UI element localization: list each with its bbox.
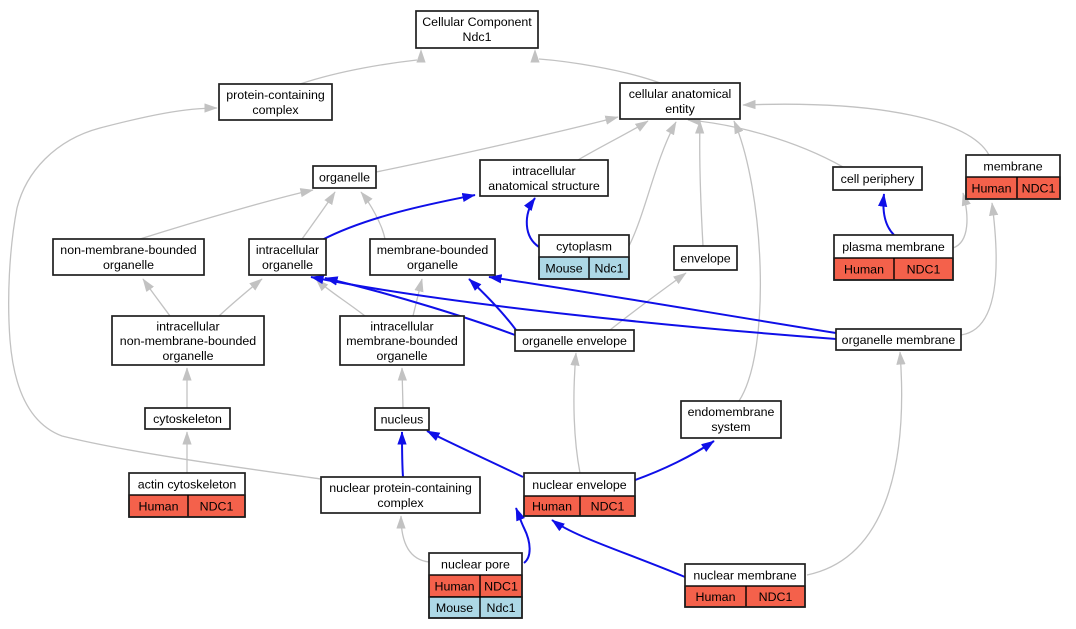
- svg-text:system: system: [711, 420, 750, 434]
- svg-text:organelle: organelle: [163, 349, 214, 363]
- svg-text:intracellular: intracellular: [370, 320, 433, 334]
- svg-text:complex: complex: [377, 496, 424, 510]
- svg-text:plasma membrane: plasma membrane: [842, 240, 945, 254]
- svg-text:membrane-bounded: membrane-bounded: [346, 334, 458, 348]
- svg-text:non-membrane-bounded: non-membrane-bounded: [60, 243, 196, 257]
- svg-text:NDC1: NDC1: [1022, 182, 1056, 196]
- svg-text:organelle: organelle: [319, 171, 370, 185]
- svg-text:Human: Human: [696, 590, 736, 604]
- svg-text:organelle: organelle: [407, 258, 458, 272]
- svg-text:Human: Human: [139, 500, 179, 514]
- svg-text:Cellular Component: Cellular Component: [422, 15, 532, 29]
- svg-text:anatomical structure: anatomical structure: [488, 179, 600, 193]
- svg-text:intracellular: intracellular: [512, 164, 575, 178]
- svg-text:Mouse: Mouse: [545, 262, 582, 276]
- svg-text:membrane-bounded: membrane-bounded: [377, 243, 489, 257]
- svg-text:cytoskeleton: cytoskeleton: [153, 412, 222, 426]
- svg-text:Human: Human: [435, 580, 475, 594]
- svg-text:complex: complex: [252, 103, 299, 117]
- svg-text:NDC1: NDC1: [591, 500, 625, 514]
- svg-text:Mouse: Mouse: [436, 601, 473, 615]
- svg-text:Human: Human: [972, 182, 1012, 196]
- svg-text:organelle: organelle: [262, 258, 313, 272]
- svg-text:NDC1: NDC1: [759, 590, 793, 604]
- svg-text:nucleus: nucleus: [381, 413, 424, 427]
- svg-text:actin cytoskeleton: actin cytoskeleton: [138, 478, 237, 492]
- svg-text:cell periphery: cell periphery: [841, 172, 915, 186]
- svg-text:cytoplasm: cytoplasm: [556, 240, 612, 254]
- svg-text:nuclear envelope: nuclear envelope: [532, 478, 626, 492]
- svg-text:Human: Human: [532, 500, 572, 514]
- svg-text:nuclear membrane: nuclear membrane: [693, 569, 796, 583]
- svg-text:entity: entity: [665, 102, 695, 116]
- svg-text:Ndc1: Ndc1: [595, 262, 624, 276]
- svg-text:Human: Human: [844, 263, 884, 277]
- svg-text:organelle: organelle: [377, 349, 428, 363]
- svg-text:organelle: organelle: [103, 258, 154, 272]
- svg-text:organelle membrane: organelle membrane: [842, 333, 956, 347]
- svg-text:endomembrane: endomembrane: [688, 405, 775, 419]
- svg-text:membrane: membrane: [983, 160, 1042, 174]
- svg-text:intracellular: intracellular: [156, 320, 219, 334]
- svg-text:envelope: envelope: [680, 252, 730, 266]
- svg-text:cellular anatomical: cellular anatomical: [629, 87, 732, 101]
- svg-text:non-membrane-bounded: non-membrane-bounded: [120, 334, 256, 348]
- svg-text:NDC1: NDC1: [200, 500, 234, 514]
- svg-text:organelle envelope: organelle envelope: [522, 334, 627, 348]
- svg-text:Ndc1: Ndc1: [487, 601, 516, 615]
- svg-text:protein-containing: protein-containing: [226, 88, 325, 102]
- svg-text:NDC1: NDC1: [907, 263, 941, 277]
- svg-text:nuclear pore: nuclear pore: [441, 558, 510, 572]
- svg-text:Ndc1: Ndc1: [463, 30, 492, 44]
- svg-text:nuclear protein-containing: nuclear protein-containing: [329, 481, 472, 495]
- svg-text:NDC1: NDC1: [484, 580, 518, 594]
- svg-text:intracellular: intracellular: [256, 243, 319, 257]
